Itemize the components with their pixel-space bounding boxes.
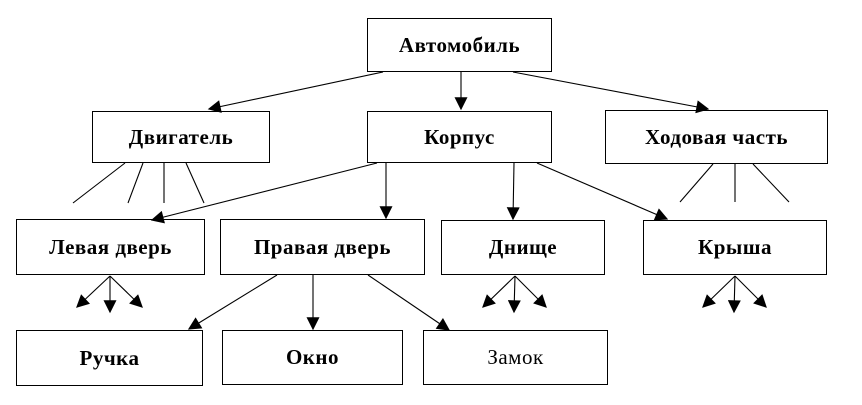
node-chassis: Ходовая часть: [605, 110, 828, 164]
edge-engine-stub-1: [72, 162, 126, 204]
node-label: Автомобиль: [398, 32, 521, 57]
node-label: Ходовая часть: [644, 124, 789, 149]
node-bottom: Днище: [441, 220, 605, 275]
edge-automobile-to-chassis: [512, 71, 710, 114]
edge-right-door-to-handle: [187, 274, 278, 330]
node-label: Окно: [285, 345, 340, 369]
node-label: Корпус: [424, 124, 495, 149]
node-lock: Замок: [423, 330, 608, 385]
node-left-door: Левая дверь: [16, 219, 205, 275]
edge-roof-stub-3: [734, 275, 767, 308]
edge-bottom-stub-1: [482, 275, 516, 308]
edge-left-door-stub-1: [76, 275, 111, 308]
edge-right-door-to-lock: [367, 274, 451, 331]
edge-roof-stub-2: [727, 275, 741, 314]
edge-roof-stub-1: [702, 275, 736, 308]
node-window: Окно: [222, 330, 403, 385]
edge-bottom-stub-2: [507, 275, 521, 314]
edge-chassis-stub-3: [752, 163, 790, 203]
node-label: Ручка: [79, 345, 140, 370]
edge-body-to-roof: [536, 162, 669, 221]
node-label: Замок: [487, 345, 544, 369]
node-label: Правая дверь: [253, 234, 392, 259]
node-engine: Двигатель: [92, 111, 270, 163]
node-handle: Ручка: [16, 330, 203, 386]
node-automobile: Автомобиль: [367, 18, 552, 72]
edge-bottom-stub-3: [514, 275, 547, 308]
edge-body-to-left-door: [150, 162, 378, 224]
edge-automobile-to-engine: [207, 71, 384, 113]
edge-engine-stub-4: [185, 162, 205, 204]
node-label: Днище: [488, 235, 558, 259]
node-body: Корпус: [367, 111, 552, 163]
node-label: Двигатель: [128, 124, 234, 149]
node-label: Левая дверь: [49, 234, 172, 259]
edge-left-door-stub-3: [109, 275, 143, 308]
node-roof: Крыша: [643, 220, 827, 275]
node-right-door: Правая дверь: [220, 219, 425, 275]
edge-engine-stub-2: [127, 162, 144, 204]
edge-body-to-bottom: [506, 162, 520, 221]
edge-chassis-stub-1: [679, 163, 714, 203]
node-label: Крыша: [697, 235, 773, 259]
